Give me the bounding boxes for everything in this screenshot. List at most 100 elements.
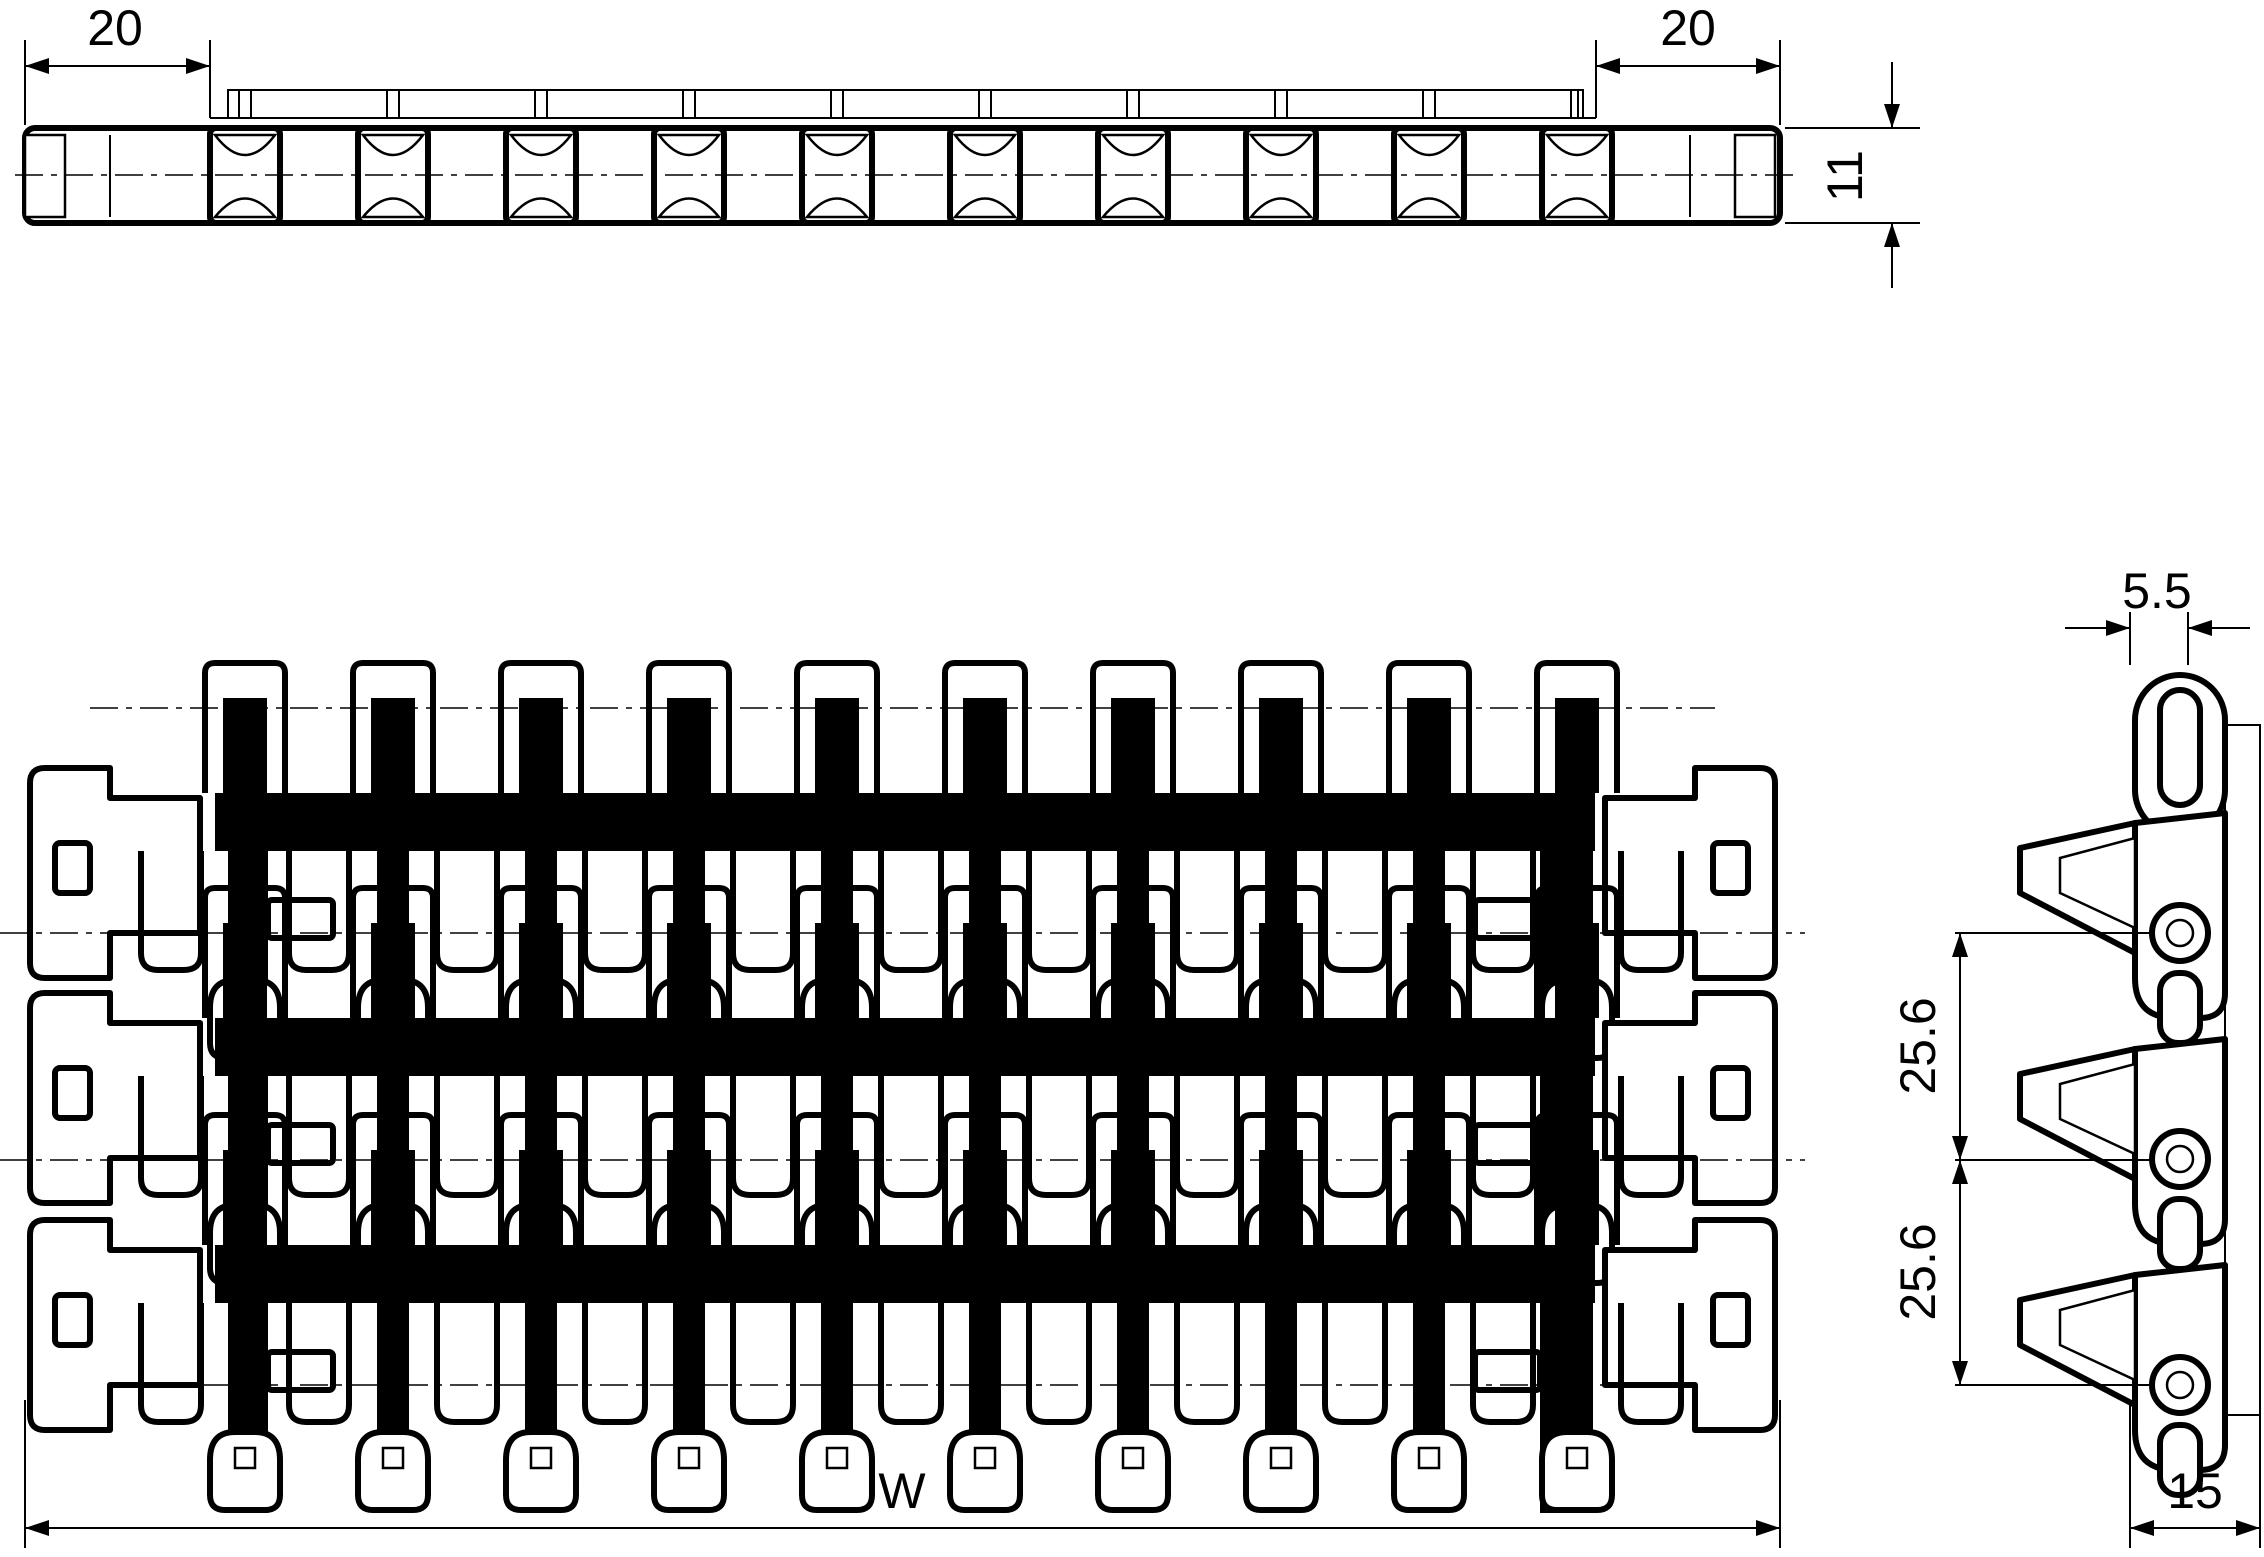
module-pocket xyxy=(138,1076,204,1198)
hinge-stem-top xyxy=(223,1150,267,1245)
module-pocket xyxy=(1026,1076,1092,1198)
hinge-knuckle-top xyxy=(942,660,1028,793)
dim-label-height: 11 xyxy=(1817,150,1873,202)
hinge-knuckle-top xyxy=(202,885,288,1018)
dim-label-overall-width: W xyxy=(878,1463,926,1519)
module-web xyxy=(215,1018,1595,1076)
hinge-knuckle-top xyxy=(646,885,732,1018)
hinge-stem-top xyxy=(1259,923,1303,1018)
module-pocket xyxy=(1470,851,1536,973)
roller-lower-lobe xyxy=(804,197,870,219)
side-top-rail xyxy=(2224,724,2261,1416)
module-pocket xyxy=(582,1303,648,1425)
side-flight-blade xyxy=(2017,1046,2137,1182)
hinge-stem-top xyxy=(815,1150,859,1245)
roller-lower-lobe xyxy=(212,197,278,219)
dim-label-top-right: 20 xyxy=(1660,0,1716,56)
hinge-stem-top xyxy=(1111,698,1155,793)
side-flight-blade xyxy=(2017,820,2137,956)
hinge-knuckle-top xyxy=(1534,1112,1620,1245)
module-pocket xyxy=(1174,851,1240,973)
roller-lower-lobe xyxy=(1248,197,1314,219)
module-pocket xyxy=(1470,1076,1536,1198)
hinge-stem-top xyxy=(1555,1150,1599,1245)
dim-overall-width: W xyxy=(24,1400,1781,1548)
roller-upper-lobe xyxy=(212,133,278,157)
hinge-knuckle-top xyxy=(498,1112,584,1245)
side-flight xyxy=(2017,1036,2228,1272)
hinge-knuckle-bottom xyxy=(651,1429,727,1513)
hinge-knuckle-bottom xyxy=(503,1429,579,1513)
side-pin-hole xyxy=(2165,1144,2195,1174)
roller-tab xyxy=(1422,89,1436,119)
hinge-pin-hole xyxy=(825,1446,849,1470)
hinge-stem-top xyxy=(519,1150,563,1245)
roller-upper-lobe xyxy=(360,133,426,157)
roller-tab xyxy=(238,89,252,119)
hinge-stem-top xyxy=(1259,1150,1303,1245)
side-pin-hole xyxy=(2165,1370,2195,1400)
side-flight xyxy=(2017,810,2228,1046)
roller-upper-lobe xyxy=(804,133,870,157)
hinge-knuckle-top xyxy=(1090,1112,1176,1245)
roller-lower-lobe xyxy=(1396,197,1462,219)
hinge-stem-top xyxy=(963,698,1007,793)
hinge-stem-top xyxy=(1111,923,1155,1018)
module-left-slot xyxy=(52,1065,93,1121)
hinge-knuckle-top xyxy=(942,1112,1028,1245)
module-pocket xyxy=(582,851,648,973)
dim-label-side-offset: 5.5 xyxy=(2122,563,2192,619)
hinge-knuckle-top xyxy=(202,1112,288,1245)
module-pocket xyxy=(730,1303,796,1425)
side-flight-face xyxy=(2058,1062,2137,1156)
module-pocket xyxy=(434,851,500,973)
hinge-knuckle-bottom xyxy=(1539,1429,1615,1513)
side-link-slot xyxy=(2157,1422,2203,1498)
roller-upper-lobe xyxy=(1544,133,1610,157)
module-pocket xyxy=(878,1303,944,1425)
hinge-knuckle-bottom xyxy=(355,1429,431,1513)
module-right-slot xyxy=(1710,840,1751,896)
hinge-stem-top xyxy=(1407,923,1451,1018)
hinge-knuckle-bottom xyxy=(947,1429,1023,1513)
module-pocket xyxy=(730,1076,796,1198)
dim-side-depth: 15 xyxy=(2129,1400,2261,1548)
hinge-knuckle-top xyxy=(1386,1112,1472,1245)
hinge-knuckle-bottom xyxy=(207,1429,283,1513)
hinge-knuckle-top xyxy=(794,885,880,1018)
roller-tab xyxy=(1126,89,1140,119)
roller-upper-lobe xyxy=(1248,133,1314,157)
hinge-knuckle-bottom xyxy=(1391,1429,1467,1513)
module-pocket xyxy=(138,851,204,973)
roller-lower-lobe xyxy=(360,197,426,219)
hinge-pin-hole xyxy=(233,1446,257,1470)
roller-lower-lobe xyxy=(1544,197,1610,219)
module-pocket xyxy=(286,1303,352,1425)
dim-label-top-left: 20 xyxy=(87,0,143,56)
module-pocket xyxy=(1618,1076,1684,1198)
hinge-stem-top xyxy=(1407,698,1451,793)
module-web xyxy=(215,1245,1595,1303)
side-top-slot xyxy=(2157,687,2203,808)
side-flight-face xyxy=(2058,836,2137,930)
module-pocket xyxy=(582,1076,648,1198)
module-pocket xyxy=(1322,1076,1388,1198)
dim-label-pitch-2: 25.6 xyxy=(1890,1223,1946,1320)
hinge-knuckle-top xyxy=(942,885,1028,1018)
module-pocket xyxy=(1174,1303,1240,1425)
hinge-knuckle-top xyxy=(350,1112,436,1245)
hinge-stem-top xyxy=(815,698,859,793)
module-pocket xyxy=(286,851,352,973)
hinge-knuckle-top xyxy=(1238,660,1324,793)
module-right-tab xyxy=(1602,1217,1778,1433)
hinge-knuckle-top xyxy=(350,885,436,1018)
roller-upper-lobe xyxy=(952,133,1018,157)
hinge-pin-hole xyxy=(1565,1446,1589,1470)
dim-pitch: 25.6 25.6 xyxy=(1890,932,2150,1386)
dim-top-left: 20 xyxy=(24,0,211,125)
hinge-knuckle-top xyxy=(1386,885,1472,1018)
module-right-tab xyxy=(1602,765,1778,981)
hinge-knuckle-top xyxy=(1534,885,1620,1018)
dim-height: 11 xyxy=(1785,62,1920,288)
hinge-knuckle-top xyxy=(1090,885,1176,1018)
